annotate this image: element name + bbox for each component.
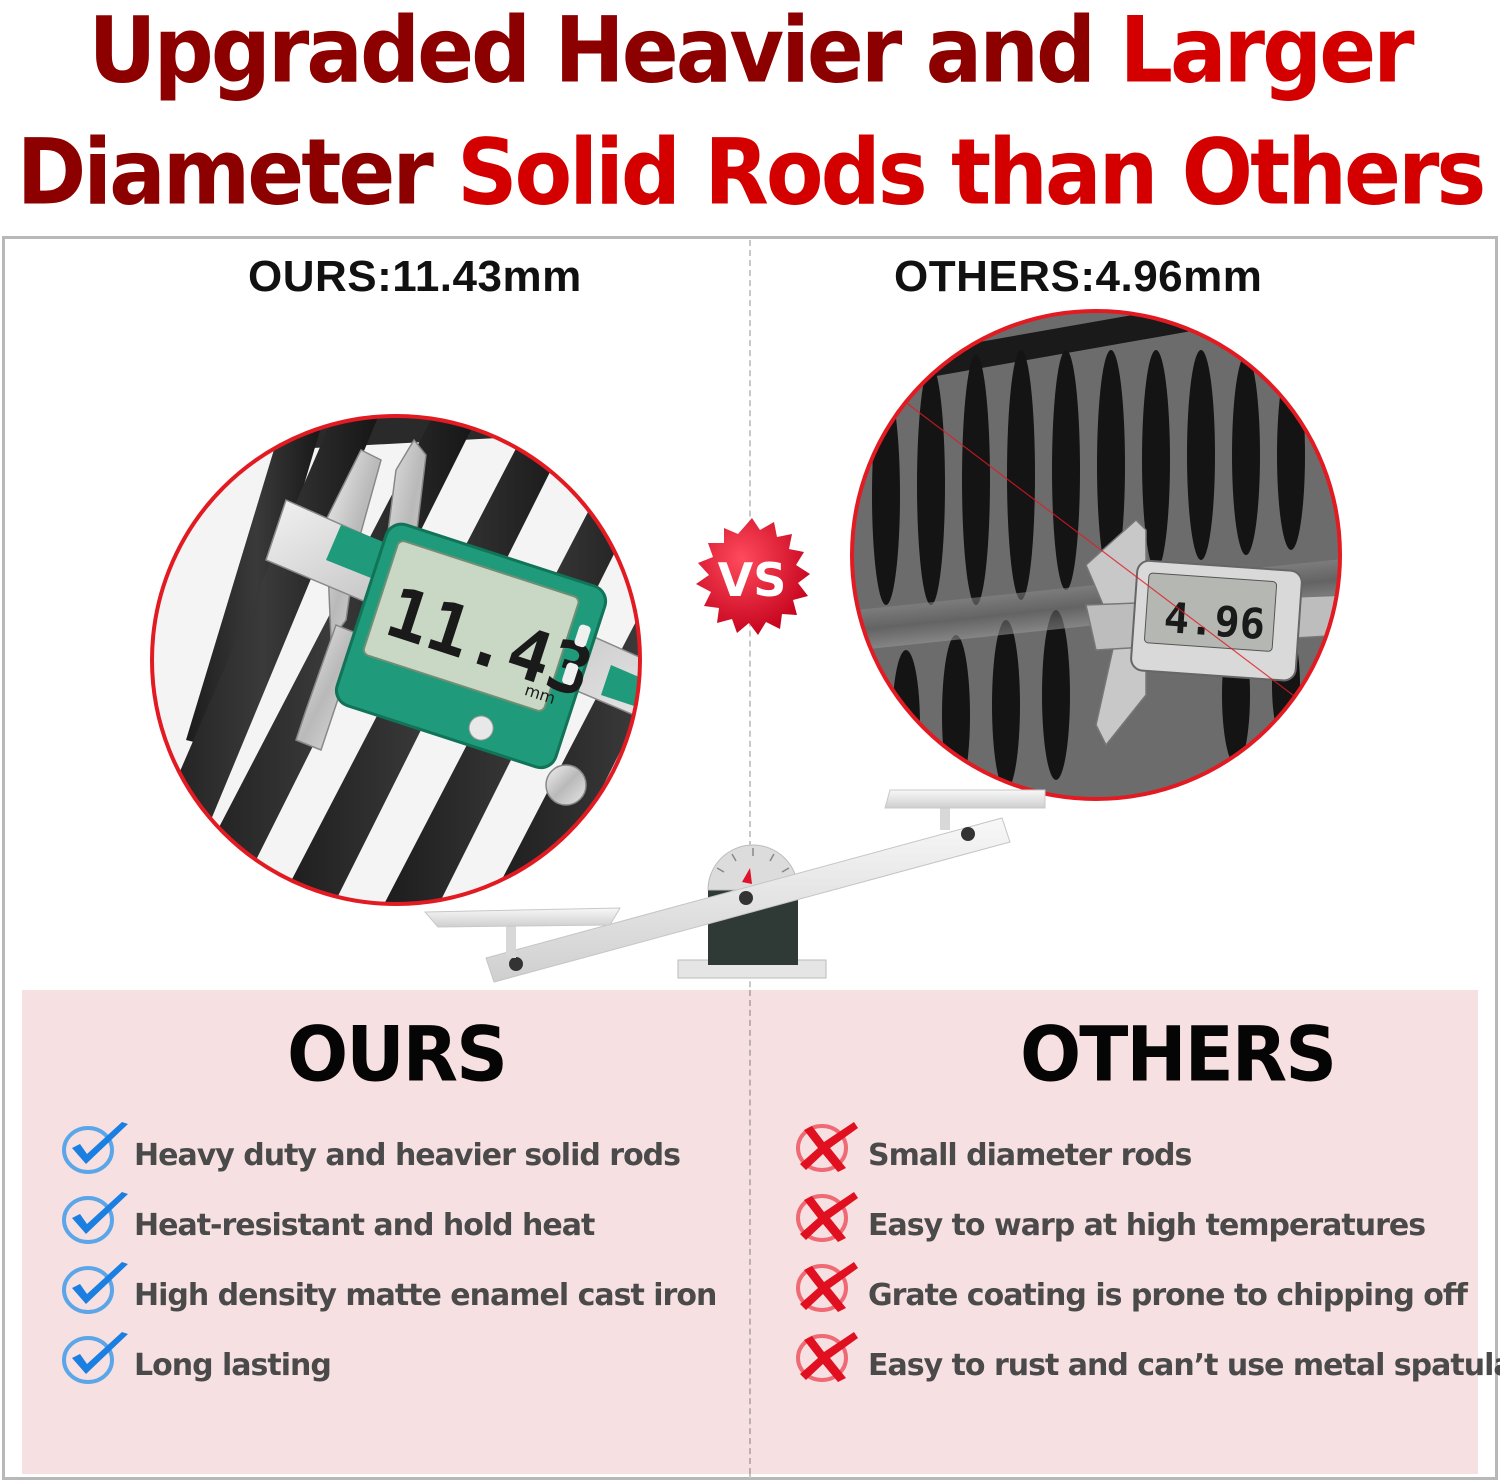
- others-measurement-label: OTHERS:4.96mm: [894, 252, 1263, 301]
- others-list-item: Grate coating is prone to chipping off: [792, 1258, 1468, 1318]
- others-item-text: Easy to warp at high temperatures: [868, 1207, 1426, 1243]
- cross-icon: [796, 1262, 858, 1312]
- cross-icon: [796, 1192, 858, 1242]
- ours-item-text: Long lasting: [134, 1347, 332, 1383]
- headline-line-2-dark: Diameter: [16, 119, 458, 225]
- others-rusty-grate-photo: 4.96: [850, 309, 1342, 801]
- vs-label: VS: [718, 553, 787, 607]
- ours-item-text: Heavy duty and heavier solid rods: [134, 1137, 681, 1173]
- checkmark-icon: [62, 1122, 128, 1174]
- others-list-item: Easy to warp at high temperatures: [792, 1188, 1426, 1248]
- comparison-frame: [2, 236, 1498, 1480]
- cross-icon: [796, 1332, 858, 1382]
- ours-title: OURS: [287, 1009, 508, 1099]
- ours-list-item: High density matte enamel cast iron: [58, 1258, 717, 1318]
- checkmark-icon: [62, 1262, 128, 1314]
- others-item-text: Easy to rust and can’t use metal spatula: [868, 1347, 1500, 1383]
- vs-badge: VS: [696, 518, 810, 635]
- headline-line-1: Upgraded Heavier and Larger: [0, 5, 1500, 96]
- others-item-text: Small diameter rods: [868, 1137, 1192, 1173]
- others-title: OTHERS: [1020, 1009, 1337, 1099]
- seesaw-balance-icon: [423, 789, 1046, 983]
- ours-item-text: High density matte enamel cast iron: [134, 1277, 717, 1313]
- headline-line-2: Diameter Solid Rods than Others: [0, 127, 1500, 218]
- others-list-item: Easy to rust and can’t use metal spatula: [792, 1328, 1500, 1388]
- ours-measurement-label: OURS:11.43mm: [248, 252, 582, 301]
- headline-line-2-bright: Solid Rods than Others: [457, 119, 1486, 225]
- ours-list-item: Heavy duty and heavier solid rods: [58, 1118, 681, 1178]
- ours-grate-caliper-photo: 11.43 mm: [150, 414, 642, 906]
- others-list-item: Small diameter rods: [792, 1118, 1192, 1178]
- panel-divider: [749, 990, 751, 1474]
- checkmark-icon: [62, 1192, 128, 1244]
- ours-list-item: Heat-resistant and hold heat: [58, 1188, 595, 1248]
- others-item-text: Grate coating is prone to chipping off: [868, 1277, 1468, 1313]
- headline-line-1-bright: Larger: [1119, 0, 1414, 103]
- ours-list-item: Long lasting: [58, 1328, 332, 1388]
- others-caliper-reading: 4.96: [1162, 593, 1266, 649]
- checkmark-icon: [62, 1332, 128, 1384]
- cross-icon: [796, 1122, 858, 1172]
- headline-line-1-dark: Upgraded Heavier and: [88, 0, 1120, 103]
- ours-item-text: Heat-resistant and hold heat: [134, 1207, 595, 1243]
